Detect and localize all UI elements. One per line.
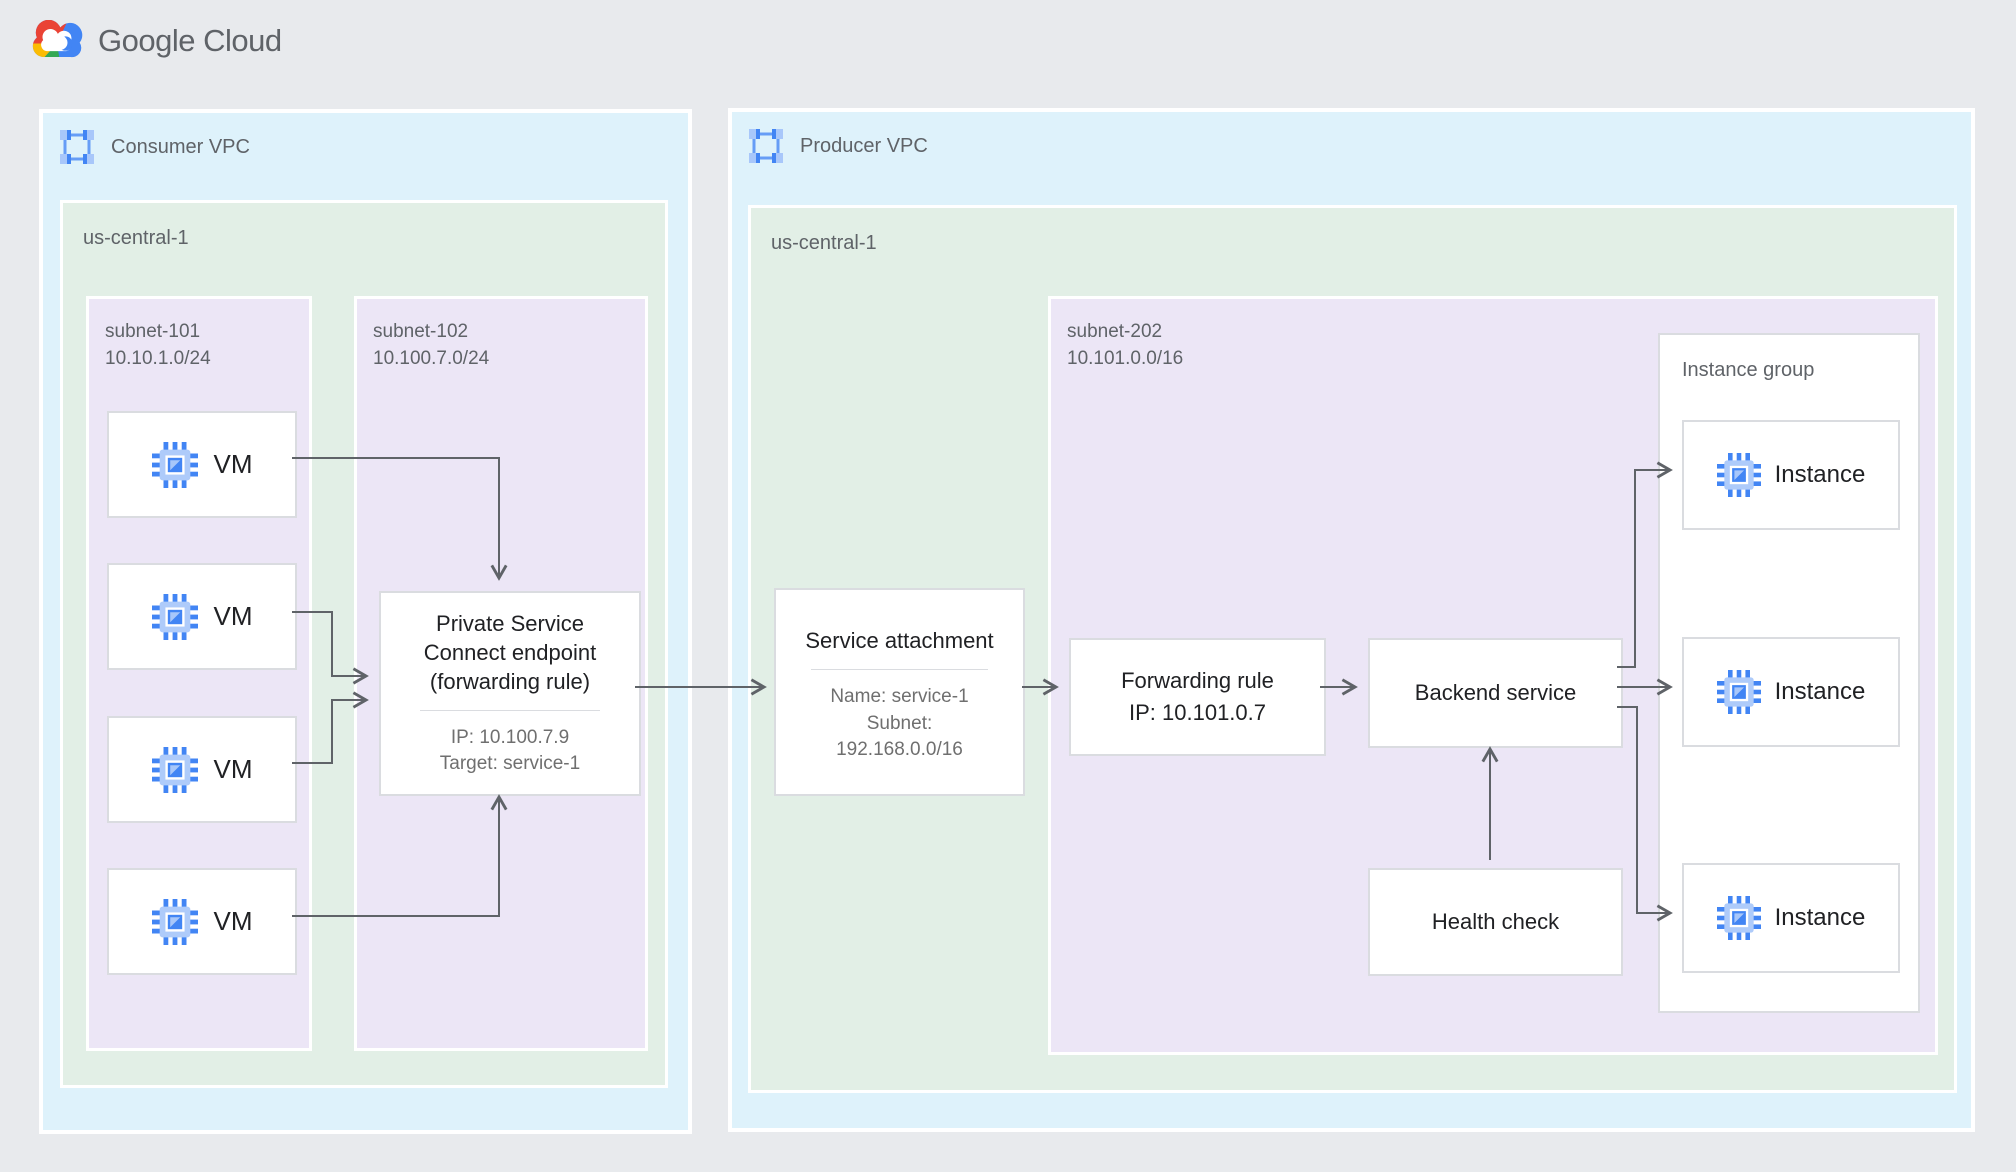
instance-label: Instance — [1774, 678, 1866, 705]
consumer-region: us-central-1 subnet-101 10.10.1.0/24 VM … — [60, 200, 668, 1088]
subnet-101-cidr: 10.10.1.0/24 — [105, 347, 211, 369]
producer-vpc: Producer VPC us-central-1 Service attach… — [728, 108, 1975, 1132]
subnet-101-name: subnet-101 — [105, 321, 201, 342]
subnet-102-cidr: 10.100.7.0/24 — [373, 347, 490, 369]
logo-text: Google Cloud — [98, 23, 282, 58]
vm-label: VM — [213, 754, 253, 784]
backend-service-label: Backend service — [1414, 680, 1577, 706]
instance-node-1: Instance — [1682, 420, 1900, 530]
forwarding-rule-line1: Forwarding rule — [1121, 668, 1274, 694]
producer-region: us-central-1 Service attachment Name: se… — [748, 205, 1957, 1093]
producer-vpc-label: Producer VPC — [800, 134, 928, 157]
compute-engine-icon — [1717, 453, 1761, 497]
consumer-vpc-label: Consumer VPC — [111, 135, 250, 158]
psc-endpoint-target: Target: service-1 — [439, 753, 581, 775]
psc-endpoint-node: Private Service Connect endpoint (forwar… — [379, 591, 641, 796]
compute-engine-icon — [152, 594, 198, 640]
service-attachment-title: Service attachment — [805, 628, 994, 653]
subnet-102-name: subnet-102 — [373, 321, 469, 342]
service-attachment-subnet-label: Subnet: — [866, 712, 933, 734]
forwarding-rule-line2: IP: 10.101.0.7 — [1129, 700, 1266, 725]
consumer-vpc-header: Consumer VPC — [59, 129, 250, 165]
google-cloud-logo: Google Cloud — [30, 20, 282, 62]
vm-node-3: VM — [107, 716, 297, 823]
vm-node-1: VM — [107, 411, 297, 518]
instance-group-label: Instance group — [1682, 359, 1815, 381]
consumer-vpc: Consumer VPC us-central-1 subnet-101 10.… — [39, 109, 692, 1134]
subnet-102: subnet-102 10.100.7.0/24 Private Service… — [354, 296, 648, 1051]
subnet-202-name: subnet-202 — [1067, 321, 1163, 342]
compute-engine-icon — [152, 442, 198, 488]
google-cloud-icon — [32, 20, 83, 58]
subnet-101-label: subnet-101 10.10.1.0/24 — [105, 319, 211, 372]
compute-engine-icon — [152, 899, 198, 945]
vpc-network-icon — [59, 129, 95, 165]
instance-label: Instance — [1774, 461, 1866, 488]
producer-region-label: us-central-1 — [771, 232, 877, 254]
vm-node-2: VM — [107, 563, 297, 670]
psc-endpoint-title: Private Service Connect endpoint (forwar… — [423, 611, 597, 695]
backend-service-node: Backend service — [1368, 638, 1623, 748]
divider — [810, 669, 989, 671]
vpc-network-icon — [748, 128, 784, 164]
subnet-102-label: subnet-102 10.100.7.0/24 — [373, 319, 489, 372]
compute-engine-icon — [1717, 670, 1761, 714]
divider — [420, 710, 600, 711]
subnet-202-label: subnet-202 10.101.0.0/16 — [1067, 319, 1183, 372]
compute-engine-icon — [1717, 896, 1761, 940]
instance-node-2: Instance — [1682, 637, 1900, 747]
service-attachment-subnet-cidr: 192.168.0.0/16 — [836, 739, 963, 761]
health-check-label: Health check — [1431, 909, 1560, 935]
vm-label: VM — [213, 601, 253, 631]
vm-node-4: VM — [107, 868, 297, 975]
subnet-202-cidr: 10.101.0.0/16 — [1067, 347, 1184, 369]
instance-label: Instance — [1774, 904, 1866, 931]
forwarding-rule-node: Forwarding rule IP: 10.101.0.7 — [1069, 638, 1326, 756]
producer-vpc-header: Producer VPC — [748, 128, 928, 164]
vm-label: VM — [213, 906, 253, 936]
subnet-101: subnet-101 10.10.1.0/24 VM VM VM V — [86, 296, 312, 1051]
service-attachment-node: Service attachment Name: service-1 Subne… — [774, 588, 1025, 796]
compute-engine-icon — [152, 747, 198, 793]
instance-node-3: Instance — [1682, 863, 1900, 973]
psc-endpoint-ip: IP: 10.100.7.9 — [450, 726, 570, 748]
consumer-region-label: us-central-1 — [83, 227, 189, 249]
vm-label: VM — [213, 449, 253, 479]
instance-group: Instance group Instance Instance Instanc… — [1658, 333, 1920, 1013]
health-check-node: Health check — [1368, 868, 1623, 976]
service-attachment-name: Name: service-1 — [830, 686, 969, 708]
